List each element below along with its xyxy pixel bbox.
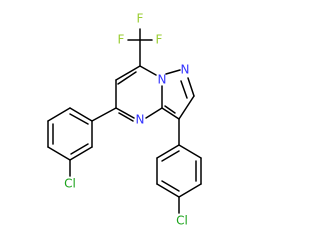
bond xyxy=(161,150,180,162)
bond xyxy=(69,107,93,122)
bond xyxy=(145,107,163,119)
bond xyxy=(178,95,195,120)
bond xyxy=(47,146,71,161)
atom-label-cl-right: Cl xyxy=(176,214,188,228)
bond xyxy=(70,143,89,155)
bond xyxy=(91,107,117,122)
bond xyxy=(161,107,180,120)
bond xyxy=(180,80,188,99)
bond xyxy=(69,146,93,161)
atom-label-cl-left: Cl xyxy=(64,177,76,191)
bond xyxy=(178,183,202,198)
bond xyxy=(47,107,71,122)
atom-label-n-pyrazole: N xyxy=(181,63,190,77)
bond xyxy=(115,65,141,81)
bonds xyxy=(47,28,202,214)
bond xyxy=(117,71,137,85)
bond xyxy=(139,65,157,76)
atom-label-n-pyrimidine: N xyxy=(136,113,145,127)
bond xyxy=(69,113,89,125)
bond xyxy=(115,107,135,119)
bond xyxy=(156,183,180,198)
bond xyxy=(118,112,134,122)
atom-label-f-top: F xyxy=(137,12,144,26)
bond xyxy=(187,77,195,97)
molecule-structure: F F F N N N Cl Cl xyxy=(47,12,202,228)
atom-label-n-bridge: N xyxy=(158,73,167,87)
bond xyxy=(164,105,176,114)
bond xyxy=(178,144,202,159)
bond xyxy=(156,144,180,159)
atom-label-f-right: F xyxy=(156,33,163,47)
atom-label-f-left: F xyxy=(118,33,125,47)
bond xyxy=(165,69,181,75)
bond xyxy=(161,180,180,192)
atom-labels: F F F N N N Cl Cl xyxy=(64,12,189,228)
